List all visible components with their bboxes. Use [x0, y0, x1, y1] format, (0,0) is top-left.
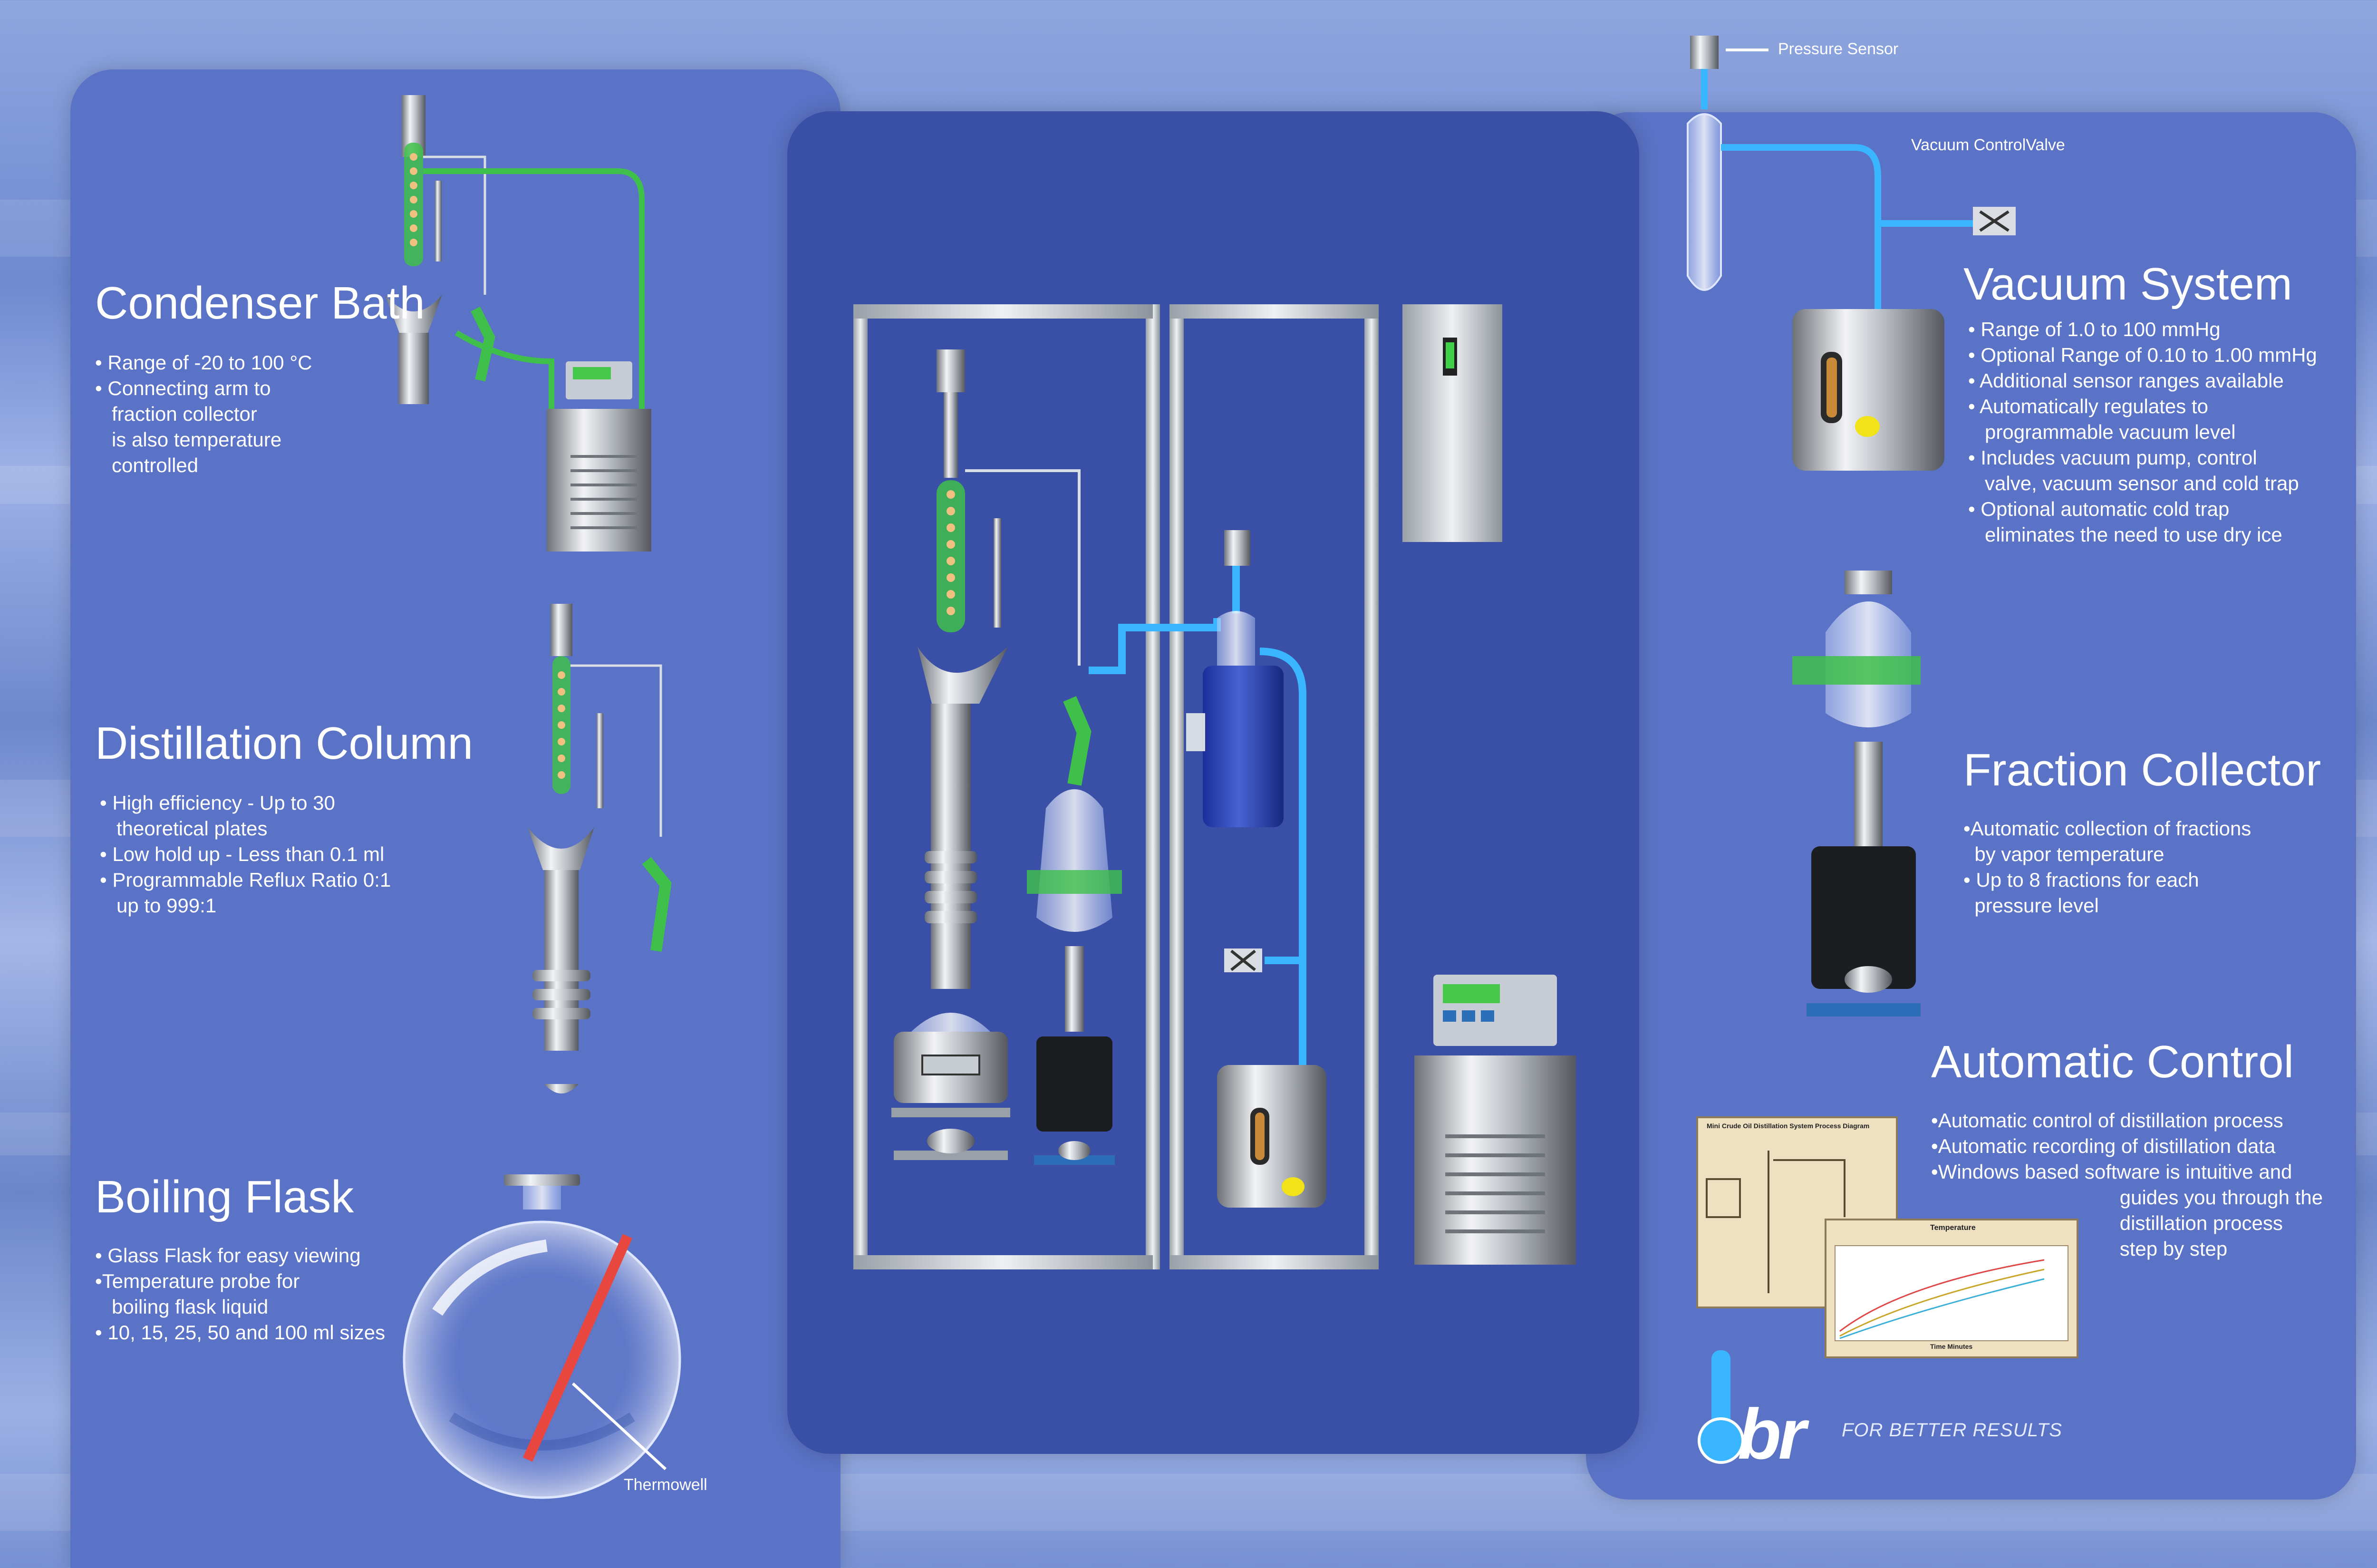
bullet: • Up to 8 fractions for each: [1963, 869, 2199, 891]
bullet: • Programmable Reflux Ratio 0:1: [100, 869, 391, 891]
vacuum-system-title: Vacuum System: [1963, 259, 2292, 310]
bullet: fraction collector: [95, 403, 257, 425]
bullet: • Range of -20 to 100 °C: [95, 351, 312, 374]
main-cabinet-illustration: [853, 304, 1576, 1269]
bullet: valve, vacuum sensor and cold trap: [1968, 472, 2299, 494]
temperature-chart-title: Temperature: [1930, 1224, 1976, 1232]
bullet: programmable vacuum level: [1968, 421, 2236, 443]
boiling-flask-illustration: [403, 1174, 681, 1499]
fraction-collector-title: Fraction Collector: [1963, 745, 2321, 795]
bullet: guides you through the: [1931, 1186, 2323, 1209]
fraction-collector-illustration: [1792, 571, 1921, 1016]
bullet: • Automatically regulates to: [1968, 395, 2208, 417]
condenser-bath-illustration: [385, 95, 651, 552]
fraction-collector-bullets: •Automatic collection of fractions by va…: [1963, 816, 2251, 919]
distillation-column-bullets: • High efficiency - Up to 30 theoretical…: [100, 790, 391, 919]
bullet: up to 999:1: [100, 894, 217, 917]
bullet: • High efficiency - Up to 30: [100, 792, 335, 814]
bullet: by vapor temperature: [1963, 843, 2164, 865]
bullet: • Connecting arm to: [95, 377, 271, 399]
bullet: •Windows based software is intuitive and: [1931, 1161, 2292, 1183]
bullet: is also temperature: [95, 428, 282, 451]
bullet: •Temperature probe for: [95, 1270, 300, 1292]
boiling-flask-bullets: • Glass Flask for easy viewing •Temperat…: [95, 1243, 385, 1345]
condenser-bath-title: Condenser Bath: [95, 278, 425, 329]
bullet: theoretical plates: [100, 817, 268, 840]
condenser-bath-bullets: • Range of -20 to 100 °C • Connecting ar…: [95, 350, 312, 478]
brand-tagline: FOR BETTER RESULTS: [1842, 1420, 2062, 1441]
vacuum-valve-label: Vacuum ControlValve: [1911, 136, 2065, 154]
automatic-control-bullets: •Automatic control of distillation proce…: [1931, 1108, 2323, 1262]
bullet: •Automatic control of distillation proce…: [1931, 1109, 2283, 1132]
distillation-column-title: Distillation Column: [95, 718, 473, 769]
bullet: •Automatic recording of distillation dat…: [1931, 1135, 2276, 1157]
bullet: • Glass Flask for easy viewing: [95, 1244, 361, 1267]
brand-logo-graphic: [1698, 1350, 1744, 1464]
bullet: controlled: [95, 454, 199, 476]
vacuum-system-bullets: • Range of 1.0 to 100 mmHg • Optional Ra…: [1968, 317, 2317, 548]
automatic-control-title: Automatic Control: [1931, 1036, 2294, 1087]
bullet: distillation process: [1931, 1212, 2283, 1234]
bullet: • Includes vacuum pump, control: [1968, 446, 2257, 469]
process-diagram-title: Mini Crude Oil Distillation System Proce…: [1707, 1122, 1870, 1130]
bullet: boiling flask liquid: [95, 1296, 269, 1318]
bullet: pressure level: [1963, 894, 2099, 917]
bullet: step by step: [1931, 1238, 2228, 1260]
thermowell-label: Thermowell: [624, 1476, 707, 1494]
bullet: • Low hold up - Less than 0.1 ml: [100, 843, 385, 865]
distillation-column-illustration: [528, 604, 672, 1094]
brand-logo-text: br: [1738, 1394, 1806, 1474]
bullet: • Optional Range of 0.10 to 1.00 mmHg: [1968, 344, 2317, 366]
bullet: • Range of 1.0 to 100 mmHg: [1968, 318, 2221, 340]
bullet: • Optional automatic cold trap: [1968, 498, 2230, 520]
bullet: eliminates the need to use dry ice: [1968, 523, 2282, 546]
pressure-sensor-label: Pressure Sensor: [1778, 40, 1899, 58]
bullet: • 10, 15, 25, 50 and 100 ml sizes: [95, 1321, 386, 1344]
bullet: •Automatic collection of fractions: [1963, 817, 2251, 840]
temperature-chart-xlabel: Time Minutes: [1930, 1343, 1973, 1350]
software-screens-illustration: [1696, 1116, 2078, 1358]
boiling-flask-title: Boiling Flask: [95, 1171, 354, 1222]
vacuum-system-illustration: [1687, 36, 2016, 471]
bullet: • Additional sensor ranges available: [1968, 369, 2284, 392]
